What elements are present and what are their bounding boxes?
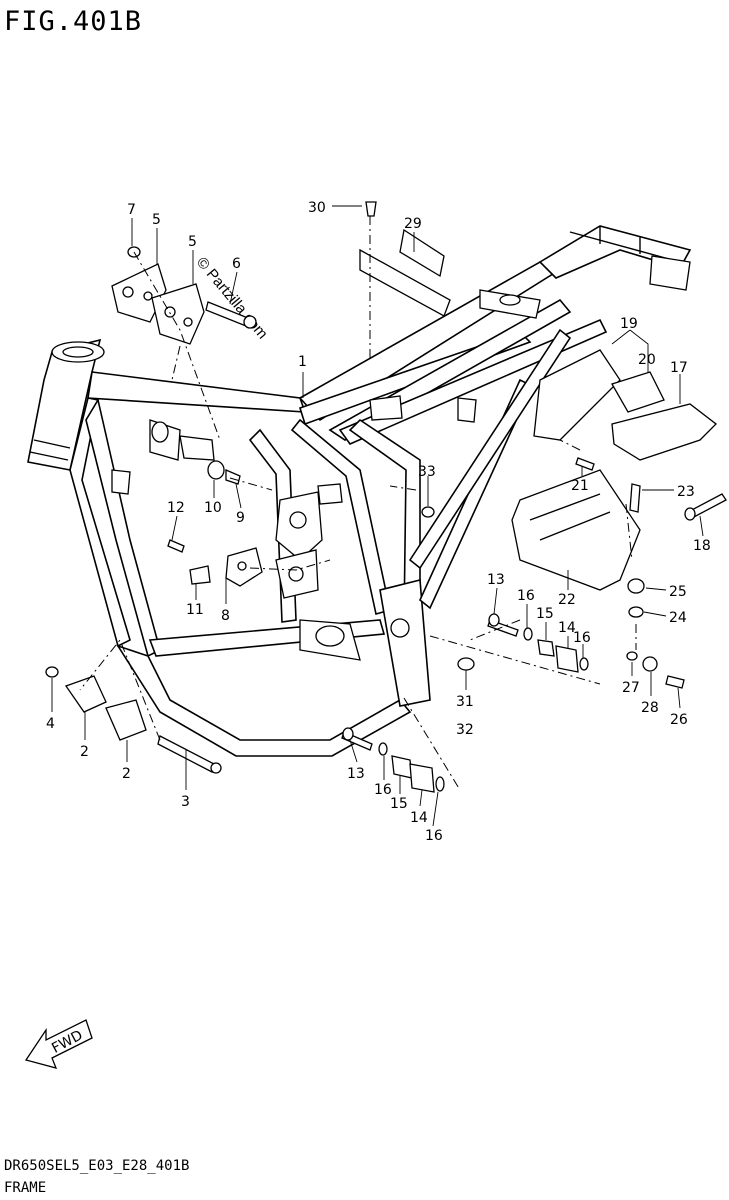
callout-32: 32 <box>456 722 474 738</box>
callout-4: 4 <box>46 716 55 732</box>
callout-6: 6 <box>232 256 241 272</box>
callout-31: 31 <box>456 694 474 710</box>
callout-15b: 15 <box>390 796 408 812</box>
callout-5a: 5 <box>152 212 161 228</box>
callout-13a: 13 <box>487 572 505 588</box>
fwd-arrow: FWD <box>24 1019 93 1069</box>
callout-11: 11 <box>186 602 204 618</box>
callout-29: 29 <box>404 216 422 232</box>
callout-17: 17 <box>670 360 688 376</box>
footer-name: FRAME <box>4 1180 47 1196</box>
callout-9: 9 <box>236 510 245 526</box>
callout-16b: 16 <box>374 782 392 798</box>
figure-title: FIG.401B <box>4 6 143 37</box>
callout-15a: 15 <box>536 606 554 622</box>
callout-28: 28 <box>641 700 659 716</box>
covers <box>511 349 717 591</box>
main-frame <box>69 225 692 757</box>
callout-30: 30 <box>308 200 326 216</box>
callout-14b: 14 <box>410 810 428 826</box>
leader-lines <box>51 205 704 827</box>
callout-22: 22 <box>558 592 576 608</box>
callout-13b: 13 <box>347 766 365 782</box>
callout-21: 21 <box>571 478 589 494</box>
callout-1: 1 <box>298 354 307 370</box>
callout-12: 12 <box>167 500 185 516</box>
engine-brackets <box>111 246 257 345</box>
callout-2b: 2 <box>122 766 131 782</box>
callout-5b: 5 <box>188 234 197 250</box>
callout-23: 23 <box>677 484 695 500</box>
callout-27: 27 <box>622 680 640 696</box>
callout-26: 26 <box>670 712 688 728</box>
callout-18: 18 <box>693 538 711 554</box>
callout-numbers: 1 2 2 3 4 5 5 6 7 8 9 10 11 12 13 13 14 … <box>46 200 711 844</box>
callout-19: 19 <box>620 316 638 332</box>
callout-25: 25 <box>669 584 687 600</box>
callout-20: 20 <box>638 352 656 368</box>
callout-16a: 16 <box>517 588 535 604</box>
callout-7: 7 <box>127 202 136 218</box>
callout-2a: 2 <box>80 744 89 760</box>
small-parts <box>45 201 727 793</box>
callout-10: 10 <box>204 500 222 516</box>
reference-lines <box>79 216 637 791</box>
footer-code: DR650SEL5_E03_E28_401B <box>4 1158 190 1174</box>
callout-24: 24 <box>669 610 687 626</box>
callout-16c: 16 <box>573 630 591 646</box>
callout-14a: 14 <box>558 620 576 636</box>
callout-16d: 16 <box>425 828 443 844</box>
callout-8: 8 <box>221 608 230 624</box>
callout-3: 3 <box>181 794 190 810</box>
callout-33: 33 <box>418 464 436 480</box>
